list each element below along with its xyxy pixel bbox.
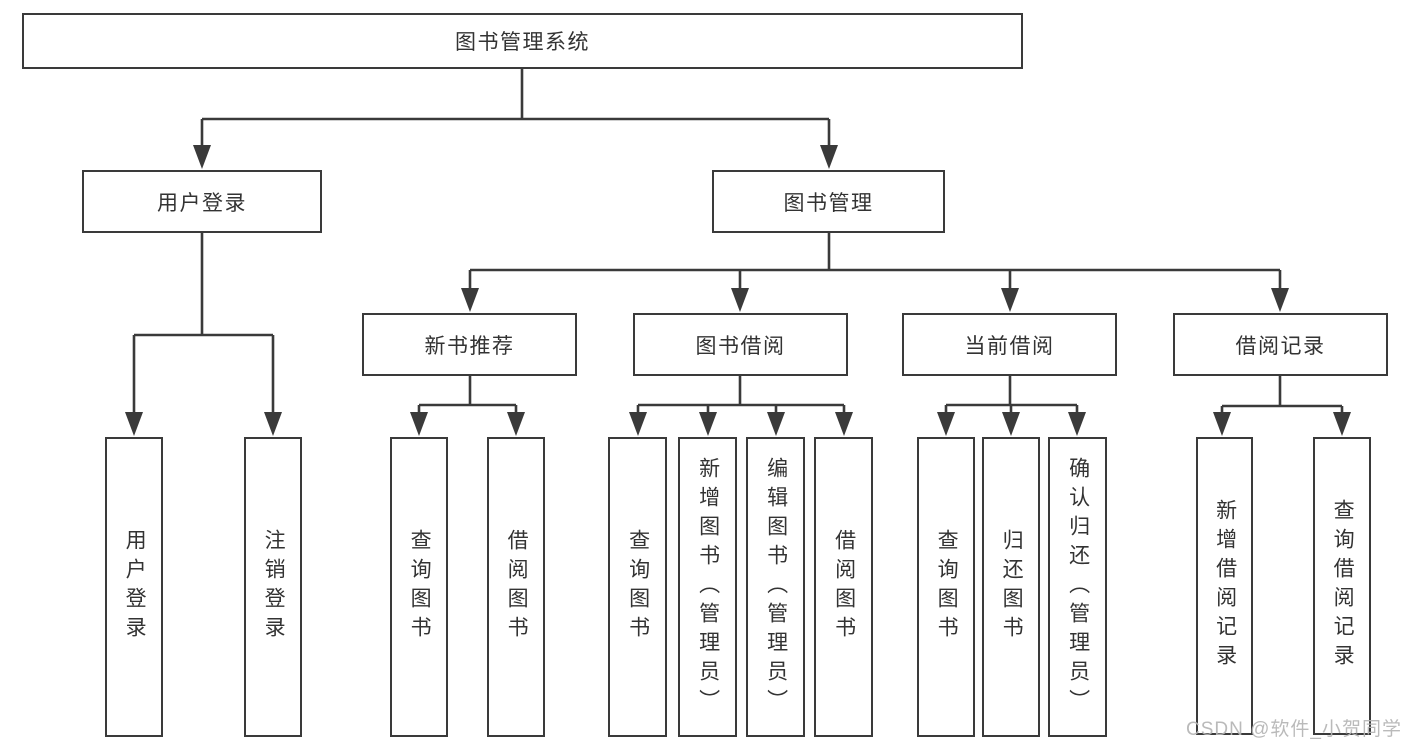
node-record-query: 查询借阅记录	[1313, 437, 1371, 735]
node-bookborrow-borrow-label: 借阅图书	[832, 529, 856, 645]
node-borrow-record: 借阅记录	[1173, 313, 1388, 376]
node-bookborrow-edit: 编辑图书（管理员）	[746, 437, 805, 737]
connector-borrow-record-to-leaves	[1213, 376, 1351, 436]
node-current-query-label: 查询图书	[935, 529, 959, 645]
node-new-book-recommend: 新书推荐	[362, 313, 577, 376]
node-current-query: 查询图书	[917, 437, 975, 737]
node-root: 图书管理系统	[22, 13, 1023, 69]
node-newbook-query: 查询图书	[390, 437, 448, 737]
node-record-add-label: 新增借阅记录	[1213, 499, 1237, 673]
node-bookborrow-add-label: 新增图书（管理员）	[696, 456, 720, 718]
node-current-return: 归还图书	[982, 437, 1040, 737]
node-current-borrow: 当前借阅	[902, 313, 1117, 376]
node-borrow-record-label: 借阅记录	[1235, 334, 1326, 358]
node-newbook-borrow-label: 借阅图书	[505, 529, 529, 645]
node-book-management: 图书管理	[712, 170, 945, 233]
node-current-confirm-return: 确认归还（管理员）	[1048, 437, 1107, 737]
node-root-label: 图书管理系统	[455, 31, 590, 54]
node-bookborrow-query-label: 查询图书	[626, 529, 650, 645]
node-record-add: 新增借阅记录	[1196, 437, 1253, 735]
connector-root-to-level2	[193, 69, 838, 169]
node-user-login: 用户登录	[82, 170, 322, 233]
connector-user-login-to-leaves	[125, 233, 282, 436]
node-new-book-recommend-label: 新书推荐	[424, 334, 515, 358]
connector-book-borrow-to-leaves	[629, 376, 853, 436]
node-current-borrow-label: 当前借阅	[964, 334, 1055, 358]
node-newbook-borrow: 借阅图书	[487, 437, 545, 737]
node-book-borrow-label: 图书借阅	[695, 334, 786, 358]
node-bookborrow-query: 查询图书	[608, 437, 667, 737]
watermark-text: CSDN @软件_小贺同学	[1186, 719, 1402, 740]
node-user-login-login: 用户登录	[105, 437, 163, 737]
node-bookborrow-borrow: 借阅图书	[814, 437, 873, 737]
node-book-management-label: 图书管理	[783, 191, 874, 215]
node-record-query-label: 查询借阅记录	[1331, 499, 1355, 673]
connector-book-management-to-level3	[461, 233, 1289, 312]
node-bookborrow-add: 新增图书（管理员）	[678, 437, 737, 737]
node-bookborrow-edit-label: 编辑图书（管理员）	[764, 456, 788, 718]
node-book-borrow: 图书借阅	[633, 313, 848, 376]
connector-current-borrow-to-leaves	[937, 376, 1086, 436]
node-current-return-label: 归还图书	[1000, 529, 1024, 645]
node-newbook-query-label: 查询图书	[408, 529, 432, 645]
node-user-login-logout: 注销登录	[244, 437, 302, 737]
connector-new-book-to-leaves	[410, 376, 525, 436]
node-user-login-label: 用户登录	[157, 191, 247, 215]
node-current-confirm-return-label: 确认归还（管理员）	[1066, 456, 1090, 718]
node-user-login-logout-label: 注销登录	[262, 529, 286, 645]
node-user-login-login-label: 用户登录	[123, 529, 147, 645]
